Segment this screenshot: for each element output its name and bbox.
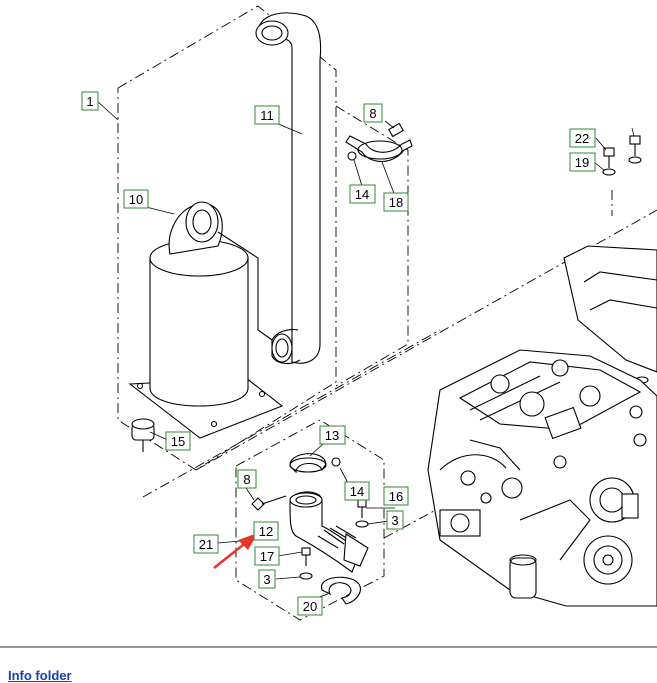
parts-diagram-viewer: 1 8 11 22 19 14 18 10 15 13 8 14 16 3 12… <box>81 5 657 621</box>
leader-line-dashed-3 <box>383 504 446 539</box>
callout-18[interactable]: 18 <box>383 192 409 212</box>
exhaust-elbow-part <box>289 491 369 573</box>
mount-foot-part <box>131 418 155 452</box>
svg-text:12: 12 <box>259 524 273 539</box>
callout-3-right[interactable]: 3 <box>386 510 404 530</box>
callout-15[interactable]: 15 <box>165 431 191 451</box>
svg-text:16: 16 <box>389 489 403 504</box>
callout-8-lower[interactable]: 8 <box>237 469 257 489</box>
svg-text:21: 21 <box>199 537 213 552</box>
engine-block <box>427 349 657 607</box>
svg-text:22: 22 <box>575 131 589 146</box>
svg-text:11: 11 <box>260 108 274 123</box>
svg-text:8: 8 <box>243 472 250 487</box>
callout-19[interactable]: 19 <box>569 152 596 172</box>
footer-bar: Info folder <box>0 648 657 683</box>
callout-13[interactable]: 13 <box>319 425 346 445</box>
callout-12[interactable]: 12 <box>253 521 279 541</box>
svg-text:17: 17 <box>260 549 274 564</box>
exhaust-parts-diagram: 1 8 11 22 19 14 18 10 15 13 8 14 16 3 12… <box>81 5 657 621</box>
tailpipe-group-outline <box>335 105 409 387</box>
svg-text:19: 19 <box>575 155 589 170</box>
callout-14-upper[interactable]: 14 <box>349 184 376 204</box>
callout-3-lower[interactable]: 3 <box>258 569 276 589</box>
svg-text:20: 20 <box>303 599 317 614</box>
callout-1[interactable]: 1 <box>81 91 99 111</box>
svg-text:3: 3 <box>263 572 270 587</box>
small-fasteners <box>299 499 369 580</box>
callout-8-upper[interactable]: 8 <box>363 103 383 123</box>
leader-line-dashed-1 <box>142 329 441 498</box>
callout-11[interactable]: 11 <box>254 105 280 125</box>
svg-text:14: 14 <box>355 187 369 202</box>
svg-text:14: 14 <box>350 484 364 499</box>
gasket-ring-part <box>321 576 361 605</box>
callout-10[interactable]: 10 <box>123 189 149 209</box>
callout-16[interactable]: 16 <box>383 486 409 506</box>
callout-14-lower[interactable]: 14 <box>344 481 370 501</box>
svg-text:18: 18 <box>389 195 403 210</box>
footer-divider <box>0 646 657 648</box>
part-callouts: 1 8 11 22 19 14 18 10 15 13 8 14 16 3 12… <box>81 91 596 616</box>
callout-21[interactable]: 21 <box>193 534 219 554</box>
upper-right-bolts <box>602 135 642 176</box>
engine-shroud <box>563 245 657 384</box>
info-folder-link[interactable]: Info folder <box>8 668 72 683</box>
muffler-group-outline <box>117 5 337 471</box>
svg-text:10: 10 <box>129 192 143 207</box>
elbow-group-outline <box>235 419 385 621</box>
tailpipe-part <box>255 12 322 365</box>
highlight-arrow <box>213 533 258 569</box>
svg-text:1: 1 <box>86 94 93 109</box>
callout-17[interactable]: 17 <box>254 546 280 566</box>
callout-22[interactable]: 22 <box>569 128 596 148</box>
lower-clamp-part <box>289 453 341 474</box>
svg-text:8: 8 <box>369 106 376 121</box>
svg-text:3: 3 <box>391 513 398 528</box>
svg-text:13: 13 <box>325 428 339 443</box>
lower-bolt-8 <box>251 495 287 511</box>
muffler-part <box>128 201 284 439</box>
svg-text:15: 15 <box>171 434 185 449</box>
upper-clamp-part <box>345 122 413 163</box>
callout-20[interactable]: 20 <box>297 596 323 616</box>
